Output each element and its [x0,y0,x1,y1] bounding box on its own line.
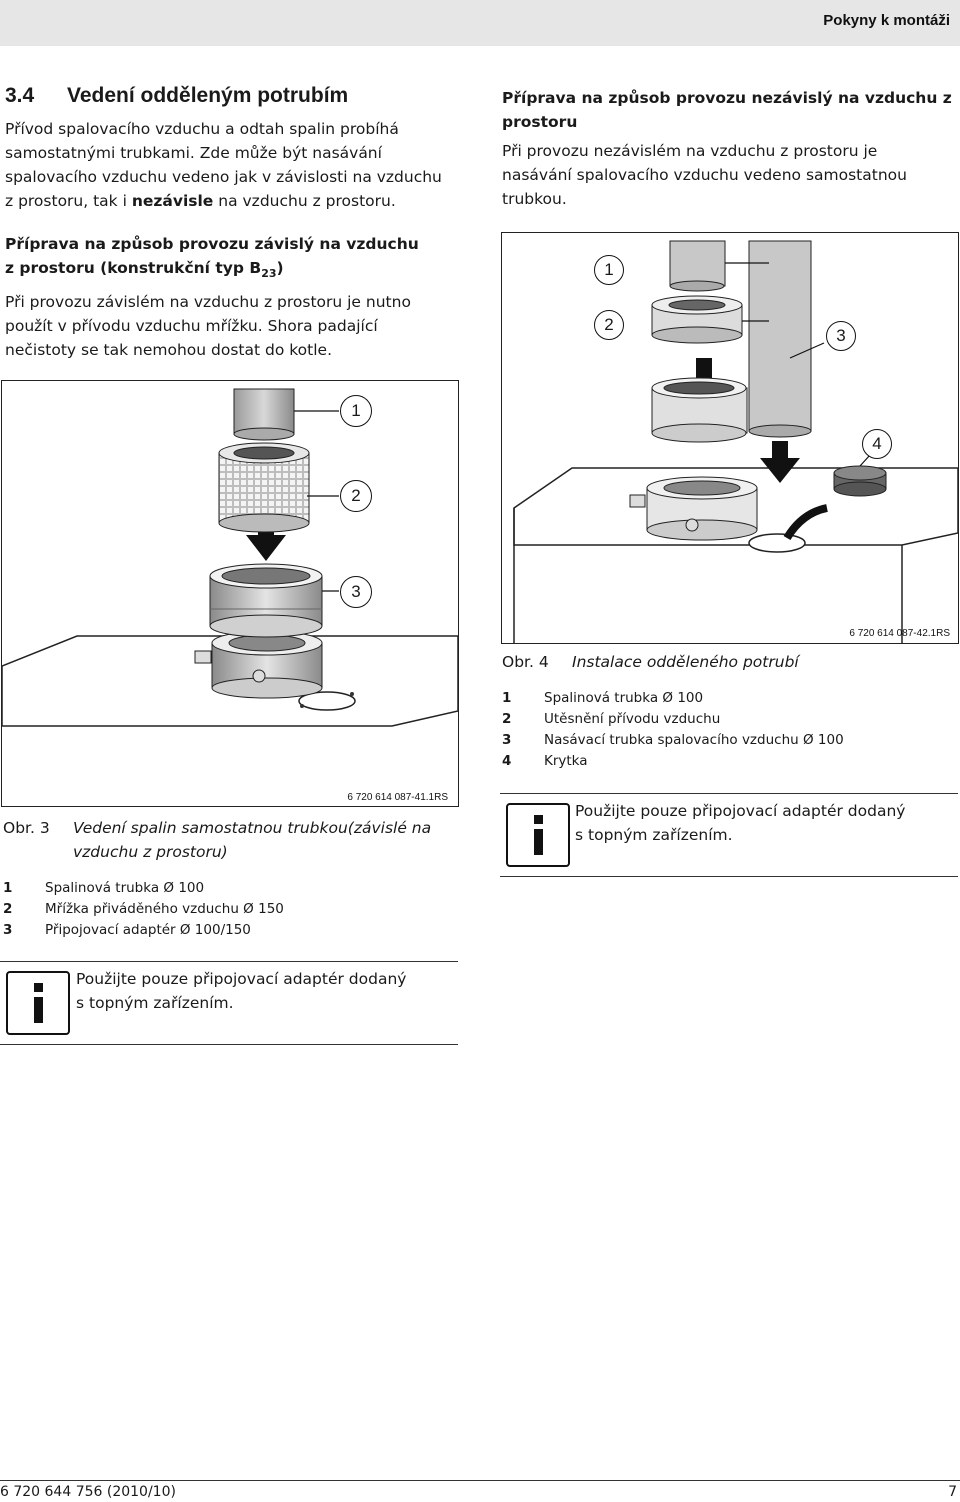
intro-line: z prostoru, tak i nezávisle na vzduchu z… [5,189,465,213]
header-bar [0,0,960,46]
flue-pipe [233,388,295,441]
figure-3-id: 6 720 614 087-41.1RS [347,792,448,803]
legend-item: 2 Mřížka přiváděného vzduchu Ø 150 [3,899,458,920]
legend-text: Spalinová trubka Ø 100 [45,880,205,896]
intro-paragraph: Přívod spalovacího vzduchu a odtah spali… [5,117,465,213]
legend-text: Mřížka přiváděného vzduchu Ø 150 [45,901,284,917]
callout-3: 3 [340,576,372,608]
heading-text: z prostoru (konstrukční typ B [5,259,262,277]
heading-subscript: 23 [261,267,277,281]
section-title: 3.4 Vedení odděleným potrubím [5,84,348,108]
air-grille [218,442,310,533]
info-box-left: Použijte pouze připojovací adaptér dodan… [0,961,458,1045]
info-text: Použijte pouze připojovací adaptér dodan… [575,799,955,847]
legend-item: 3 Připojovací adaptér Ø 100/150 [3,920,458,941]
section-title-text: Vedení odděleným potrubím [67,84,349,107]
legend-number: 2 [3,901,13,917]
legend-number: 3 [502,732,512,748]
body-line: použít v přívodu vzduchu mřížku. Shora p… [5,317,378,336]
figure-4: 1 2 3 4 6 720 614 087-42.1RS [501,232,959,644]
air-seal-collar [651,377,748,443]
right-subheading: Příprava na způsob provozu nezávislý na … [502,89,952,107]
info-line: Použijte pouze připojovací adaptér dodan… [575,802,906,820]
legend-item: 4 Krytka [502,751,952,772]
body-line: nečistoty se tak nemohou dostat do kotle… [5,341,332,360]
legend-text: Utěsnění přívodu vzduchu [544,711,721,727]
figure-3-caption: Obr. 3 Vedení spalin samostatnou trubkou… [3,816,458,864]
caption-label: Obr. 4 [502,653,549,671]
legend-text: Krytka [544,753,588,769]
legend-number: 3 [3,922,13,938]
legend-text: Nasávací trubka spalovacího vzduchu Ø 10… [544,732,844,748]
legend-number: 1 [3,880,13,896]
right-subheading-line2: prostoru [502,113,578,131]
info-text: Použijte pouze připojovací adaptér dodan… [76,967,456,1015]
figure-3-legend: 1 Spalinová trubka Ø 100 2 Mřížka přiváděn… [3,878,458,941]
base-adapter [629,476,758,541]
info-icon [6,971,70,1035]
left-subheading-line2: z prostoru (konstrukční typ B23) [5,256,465,286]
legend-item: 2 Utěsnění přívodu vzduchu [502,709,952,730]
caption-label: Obr. 3 [3,819,50,837]
figure-4-illustration [513,240,959,643]
right-subsection: Příprava na způsob provozu nezávislý na … [502,86,952,211]
figure-4-caption: Obr. 4 Instalace odděleného potrubí [502,650,952,674]
body-line: Při provozu závislém na vzduchu z prosto… [5,293,411,312]
connection-adapter [194,630,323,699]
intro-line: Přívod spalovacího vzduchu a odtah spali… [5,120,399,138]
left-body: Při provozu závislém na vzduchu z prosto… [5,290,465,362]
legend-number: 4 [502,753,512,769]
intro-text: na vzduchu z prostoru. [213,192,396,210]
intro-line: samostatnými trubkami. Zde může být nasá… [5,144,382,162]
legend-text: Připojovací adaptér Ø 100/150 [45,922,251,938]
figure-3: 1 2 3 6 720 614 087-41.1RS [1,380,459,807]
legend-item: 3 Nasávací trubka spalovacího vzduchu Ø 1… [502,730,952,751]
seal-ring [651,295,743,344]
legend-number: 2 [502,711,512,727]
left-subheading: Příprava na způsob provozu závislý na vz… [5,235,419,253]
left-subsection: Příprava na způsob provozu závislý na vz… [5,232,465,362]
header-title: Pokyny k montáži [823,12,950,29]
right-body: Při provozu nezávislém na vzduchu z pros… [502,139,952,211]
body-line: Při provozu nezávislém na vzduchu z pros… [502,142,878,160]
info-line: s topným zařízením. [575,826,733,844]
legend-item: 1 Spalinová trubka Ø 100 [502,688,952,709]
footer-doc-number: 6 720 644 756 (2010/10) [0,1484,176,1500]
callout-1: 1 [594,255,624,285]
callout-4: 4 [862,429,892,459]
footer-divider [0,1480,960,1481]
intro-text: z prostoru, tak i [5,192,132,210]
figure-3-illustration [1,388,459,727]
callout-3: 3 [826,321,856,351]
body-line: trubkou. [502,190,567,208]
adapter-collar [209,563,323,638]
body-line: nasávání spalovacího vzduchu vedeno samo… [502,166,907,184]
info-line: Použijte pouze připojovací adaptér dodan… [76,970,407,988]
caption-text: vzduchu z prostoru) [73,843,228,861]
caption-text: Vedení spalin samostatnou trubkou(závisl… [73,819,432,837]
callout-2: 2 [594,310,624,340]
section-number: 3.4 [5,84,35,107]
cover-cap [783,465,887,541]
intro-line: spalovacího vzduchu vedeno jak v závislo… [5,168,442,186]
callout-1: 1 [340,395,372,427]
info-icon [506,803,570,867]
caption-text: Instalace odděleného potrubí [572,653,799,671]
legend-item: 1 Spalinová trubka Ø 100 [3,878,458,899]
intro-bold: nezávisle [131,192,214,210]
info-box-right: Použijte pouze připojovací adaptér dodan… [500,793,958,877]
callout-2: 2 [340,480,372,512]
info-line: s topným zařízením. [76,994,234,1012]
footer-page-number: 7 [948,1484,957,1500]
legend-number: 1 [502,690,512,706]
figure-4-legend: 1 Spalinová trubka Ø 100 2 Utěsnění přívod… [502,688,952,772]
legend-text: Spalinová trubka Ø 100 [544,690,704,706]
heading-text: ) [276,259,284,277]
flue-pipe [669,240,726,292]
figure-4-id: 6 720 614 087-42.1RS [849,628,950,639]
intake-pipe [748,240,812,483]
